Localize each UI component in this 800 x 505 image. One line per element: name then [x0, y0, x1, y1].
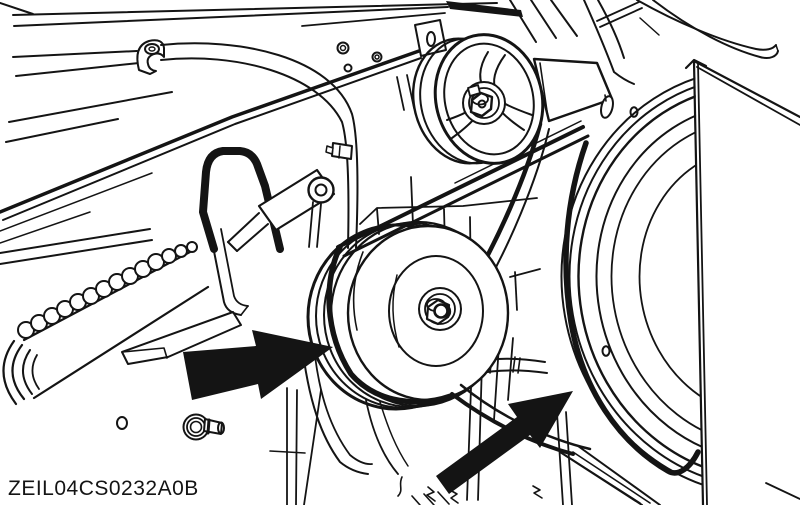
variator-pulley	[306, 220, 510, 411]
wheel-arch-curve	[636, 0, 777, 51]
drum	[560, 67, 703, 497]
drum-belt-wrap	[563, 140, 701, 476]
jackshaft-pulley	[411, 33, 545, 165]
rail-bracket	[336, 19, 447, 73]
belt-keeper	[600, 95, 614, 119]
cylinder-pin-boss	[307, 176, 335, 204]
hose-clamp	[331, 142, 353, 160]
mounting-bolt	[182, 413, 225, 441]
hose	[160, 42, 359, 249]
drum-face-hole	[629, 106, 639, 118]
shroud-lines	[509, 0, 643, 85]
side-panel	[636, 0, 800, 505]
drum-face-hole	[601, 345, 611, 357]
belt-wrap	[326, 244, 454, 405]
pulley-dome	[388, 255, 484, 367]
feeder-roller	[2, 241, 210, 406]
small-hardware	[116, 413, 225, 441]
retaining-clip	[136, 39, 165, 75]
figure-label: ZEIL04CS0232A0B	[8, 477, 199, 500]
frame-lines	[0, 1, 523, 265]
l-bracket	[209, 228, 249, 316]
support-strip	[121, 311, 242, 365]
small-hole	[116, 416, 128, 430]
left-callout-arrow	[183, 330, 333, 400]
belt-guard	[532, 57, 614, 123]
break-line	[397, 476, 403, 497]
chain-scallops	[17, 241, 198, 339]
right-callout-arrow	[436, 391, 573, 494]
hydraulic-cylinder	[227, 168, 336, 252]
hairpin-bracket	[199, 147, 284, 253]
